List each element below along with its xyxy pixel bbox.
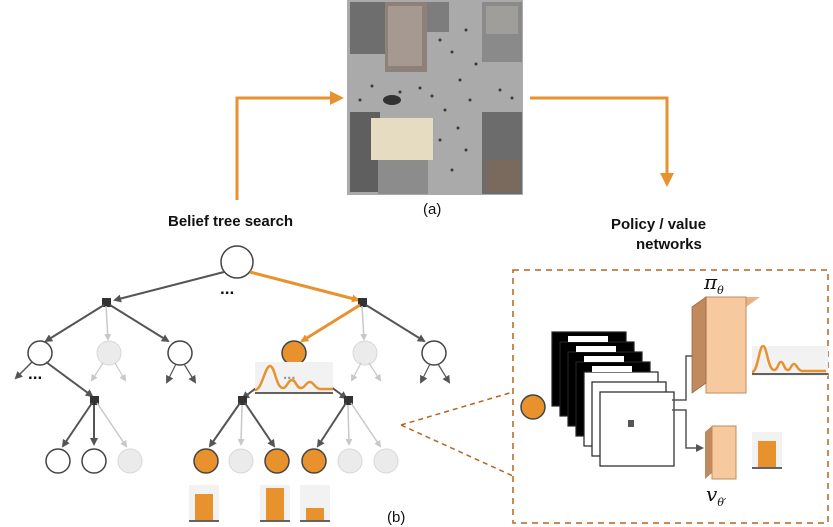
action-node — [102, 298, 111, 307]
policy-distribution-output — [751, 344, 828, 376]
belief-tree — [14, 245, 451, 522]
value-symbol: vθ′ — [706, 482, 726, 509]
v-symbol: v — [706, 482, 718, 506]
belief-tree-search-label: Belief tree search — [168, 213, 294, 230]
belief-to-scene-arrow — [235, 91, 344, 200]
policy-symbol: πθ — [704, 270, 724, 297]
input-belief-node — [520, 394, 546, 420]
scene-image — [347, 0, 523, 195]
policy-value-label-line1: Policy / value — [611, 216, 707, 233]
policy-value-label-line2: networks — [636, 236, 702, 253]
value-network-block — [705, 425, 737, 480]
network-inputs — [520, 331, 675, 467]
selected-observation-node — [281, 340, 307, 366]
ellipsis-mid: ... — [283, 366, 296, 383]
theta-subscript: θ — [717, 284, 724, 297]
pi-symbol: π — [704, 270, 718, 294]
value-bar — [189, 485, 219, 522]
tree-root-node — [220, 245, 254, 279]
caption-a: (a) — [423, 201, 442, 218]
action-node — [344, 396, 353, 405]
scene-to-network-arrow — [530, 96, 674, 187]
action-node — [358, 298, 367, 307]
ellipsis-left: ... — [28, 364, 43, 383]
policy-network-block — [691, 296, 760, 394]
leaf-node-evaluated — [301, 448, 327, 474]
value-bar-output — [752, 432, 782, 469]
theta-prime-subscript: θ′ — [717, 496, 727, 509]
leaf-node-evaluated — [193, 448, 219, 474]
value-bar — [260, 485, 290, 522]
caption-b: (b) — [387, 509, 406, 526]
network-box — [512, 269, 829, 524]
ellipsis-top: ... — [220, 279, 235, 298]
action-node — [238, 396, 247, 405]
action-node — [90, 396, 99, 405]
policy-distribution-small — [254, 362, 333, 394]
value-bar — [300, 485, 330, 522]
leaf-node-evaluated — [264, 448, 290, 474]
